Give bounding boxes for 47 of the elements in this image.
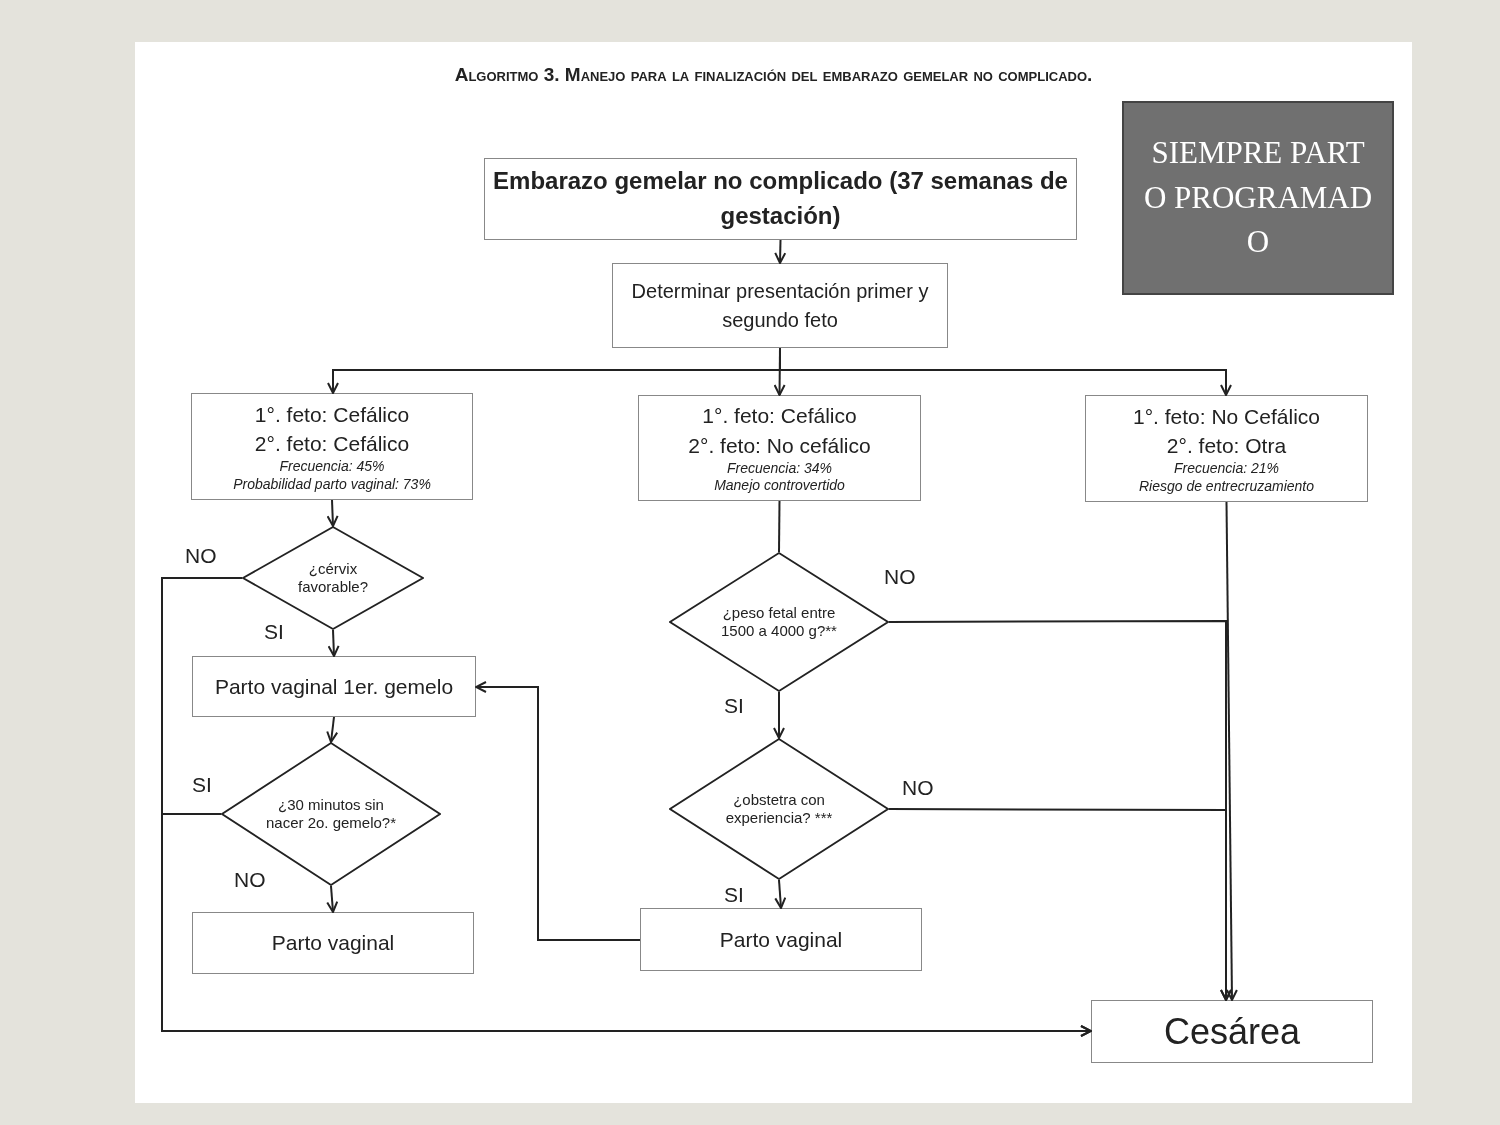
arrow [161, 813, 1092, 1037]
process-box [1085, 395, 1368, 502]
node-text: ¿obstetra con experiencia? *** [724, 791, 834, 827]
arrow [774, 879, 787, 909]
arrow [475, 681, 641, 941]
arrow [326, 716, 339, 743]
decision-diamond [669, 738, 889, 880]
node-text: ¿peso fetal entre 1500 a 4000 g?** [720, 604, 838, 640]
arrow [1225, 501, 1238, 1001]
node-text: 2°. feto: No cefálico [688, 432, 871, 459]
arrow [326, 885, 339, 913]
arrow [773, 691, 785, 739]
node-text: Determinar presentación primer y segundo feto [630, 278, 930, 333]
title: Algoritmo 3. Manejo para la finalización del embarazo gemelar no complicado. [453, 64, 1094, 86]
arrow [774, 239, 787, 264]
process-box [191, 393, 473, 500]
node-text: Parto vaginal [271, 931, 395, 955]
process-box [638, 395, 921, 501]
arrow [327, 629, 340, 657]
process-box [612, 263, 948, 348]
process-box [1091, 1000, 1373, 1063]
note-text: Frecuencia: 34% [726, 459, 833, 478]
node-text: ¿30 minutos sin nacer 2o. gemelo?* [265, 796, 397, 832]
process-box [640, 908, 922, 971]
node-text: Embarazo gemelar no complicado (37 semanas de gestación) [492, 166, 1069, 231]
node-text: SIEMPRE PARTO PROGRAMADO [1143, 133, 1373, 262]
note-text: Manejo controvertido [714, 477, 845, 495]
note-text: Riesgo de entrecruzamiento [1138, 477, 1315, 496]
process-box [192, 656, 476, 717]
decision-diamond [221, 742, 441, 886]
node-text: Cesárea [1163, 1010, 1301, 1053]
note-box [1122, 101, 1394, 295]
process-box [192, 912, 474, 974]
node-text: 2°. feto: Otra [1166, 433, 1287, 459]
process-box [484, 158, 1077, 240]
node-text: ¿cérvix favorable? [296, 560, 370, 596]
note-text: Probabilidad parto vaginal: 73% [233, 475, 431, 494]
node-text: 1°. feto: No Cefálico [1133, 403, 1320, 430]
node-text: 1°. feto: Cefálico [702, 403, 857, 430]
node-text: 1°. feto: Cefálico [254, 401, 410, 428]
node-text: 2°. feto: Cefálico [254, 431, 410, 457]
node-text: Parto vaginal 1er. gemelo [214, 673, 454, 700]
note-text: Frecuencia: 21% [1173, 460, 1280, 478]
arrow [326, 499, 339, 527]
note-text: Frecuencia: 45% [279, 458, 385, 476]
arrow [888, 808, 1232, 1001]
node-text: Parto vaginal [719, 927, 843, 952]
